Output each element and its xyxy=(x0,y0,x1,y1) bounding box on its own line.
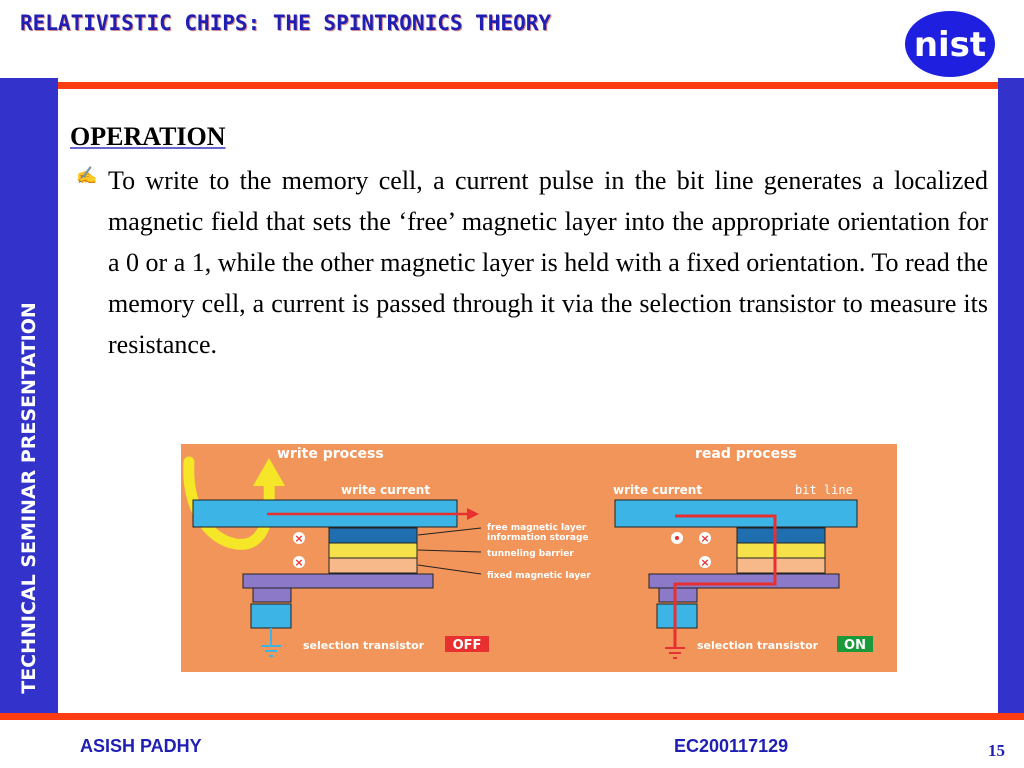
left-sidebar-band: TECHNICAL SEMINAR PRESENTATION xyxy=(0,78,58,718)
read-on-label: ON xyxy=(844,638,866,653)
write-via xyxy=(252,587,292,603)
fixed-layer-label: fixed magnetic layer xyxy=(487,571,591,581)
read-base-plate xyxy=(648,573,840,589)
nist-logo: nist xyxy=(905,11,995,77)
mram-diagram: write process write current × × selectio… xyxy=(181,444,897,672)
write-field-x-glyph: × xyxy=(294,532,303,545)
read-current-label: write current xyxy=(613,483,702,497)
write-field-x-symbol xyxy=(293,532,305,544)
write-transistor xyxy=(250,603,292,629)
write-free-layer xyxy=(328,527,418,544)
write-off-label: OFF xyxy=(453,638,482,653)
read-current-path xyxy=(673,514,777,648)
read-field-x-glyph: × xyxy=(700,532,709,545)
pencil-icon: ✍ xyxy=(76,166,98,185)
information-storage-label: information storage xyxy=(487,533,589,543)
read-fixed-layer xyxy=(736,557,826,574)
write-barrier-layer xyxy=(328,542,418,559)
write-field-x-glyph-2: × xyxy=(294,556,303,569)
bullet-text: To write to the memory cell, a current p… xyxy=(108,166,988,359)
read-field-dot-center xyxy=(675,536,679,540)
footer-author: ASISH PADHY xyxy=(80,736,202,756)
read-barrier-layer xyxy=(736,542,826,559)
callout-fixed xyxy=(417,564,482,575)
write-current-arrowhead xyxy=(467,508,479,520)
tunneling-barrier-label: tunneling barrier xyxy=(487,549,574,559)
read-transistor xyxy=(656,603,698,629)
read-field-x-symbol-2 xyxy=(699,556,711,568)
field-arrowhead xyxy=(253,458,285,486)
read-free-layer xyxy=(736,527,826,544)
read-transistor-label: selection transistor xyxy=(697,639,819,652)
section-heading: OPERATION xyxy=(70,122,226,151)
page-number: 15 xyxy=(988,741,1005,760)
write-base-plate xyxy=(242,573,434,589)
slide-content: OPERATION ✍ To write to the memory cell,… xyxy=(70,120,988,365)
bullet-item: ✍ To write to the memory cell, a current… xyxy=(70,160,988,365)
write-field-x-symbol-2 xyxy=(293,556,305,568)
right-sidebar-band xyxy=(998,78,1024,718)
read-via xyxy=(658,587,698,603)
read-field-x-glyph-2: × xyxy=(700,556,709,569)
read-bitline-label: bit line xyxy=(795,483,853,497)
read-process-title: read process xyxy=(695,446,797,462)
write-current-label: write current xyxy=(341,483,430,497)
read-field-x-symbol xyxy=(699,532,711,544)
write-fixed-layer xyxy=(328,557,418,574)
write-off-badge xyxy=(445,636,489,652)
write-process-title: write process xyxy=(277,446,384,462)
read-on-badge xyxy=(837,636,873,652)
footer-roll-number: EC200117129 xyxy=(674,736,789,756)
nist-logo-text: nist xyxy=(914,25,986,65)
write-transistor-label: selection transistor xyxy=(303,639,425,652)
sidebar-vertical-title: TECHNICAL SEMINAR PRESENTATION xyxy=(18,302,40,694)
callout-free xyxy=(417,527,482,536)
bottom-divider-bar xyxy=(0,713,1024,720)
free-layer-label: free magnetic layer xyxy=(487,523,587,533)
read-bit-line xyxy=(614,499,858,528)
callout-barrier xyxy=(417,549,482,553)
slide-header-title: RELATIVISTIC CHIPS: THE SPINTRONICS THEO… xyxy=(20,11,552,35)
top-divider-bar xyxy=(0,82,1024,89)
